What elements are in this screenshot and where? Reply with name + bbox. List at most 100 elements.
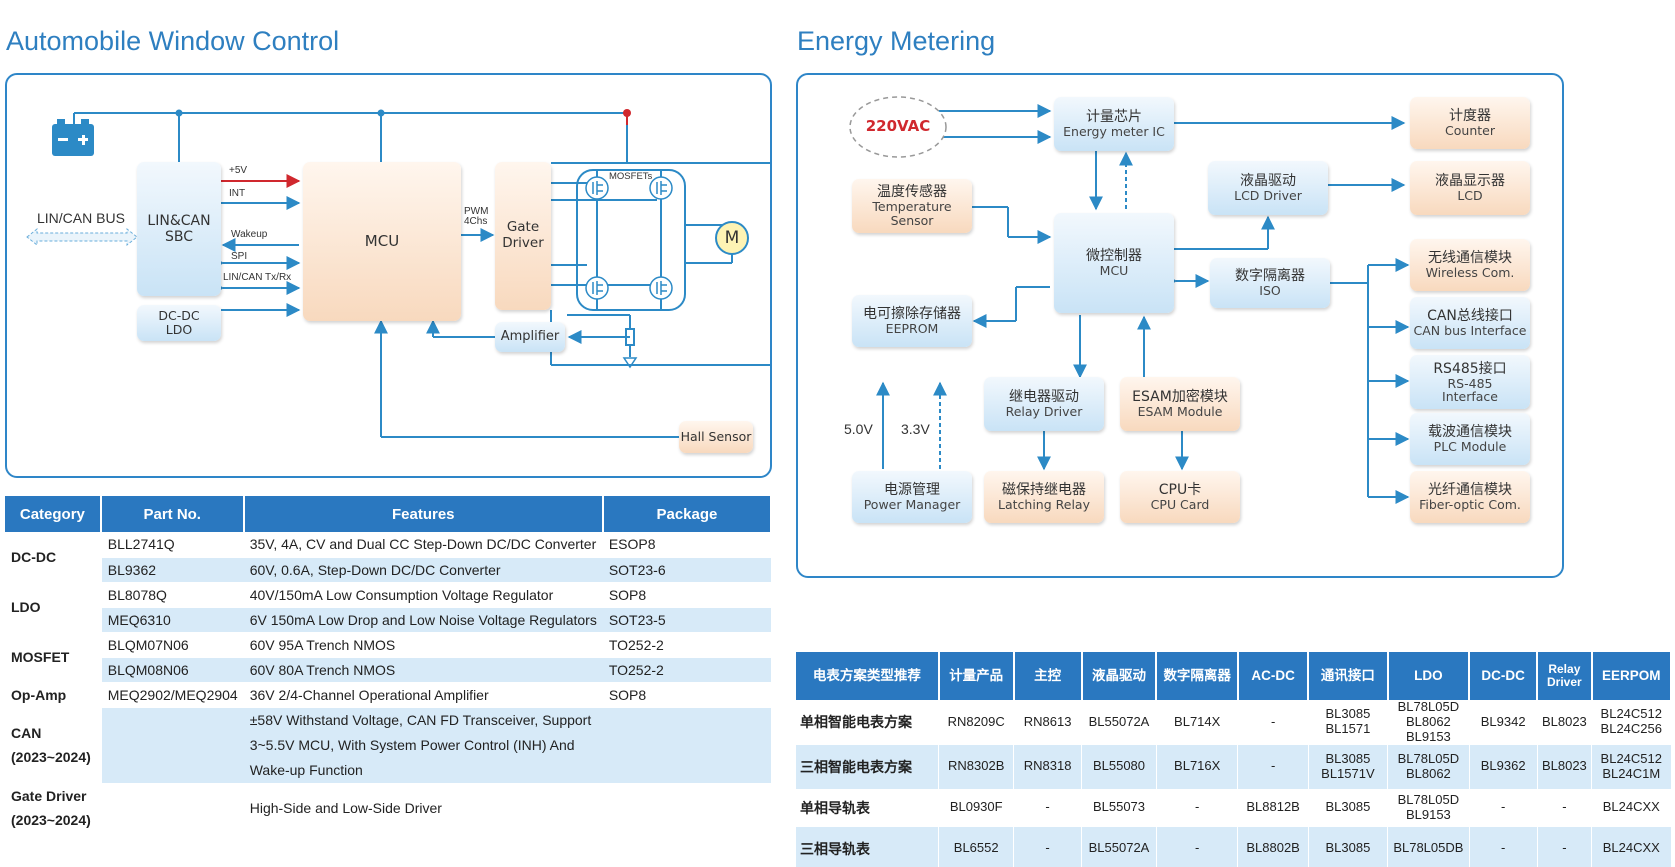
meter-ic-en: Energy meter IC	[1063, 123, 1165, 139]
cell-package: SOT23-5	[602, 607, 771, 633]
cell-package	[602, 783, 771, 833]
amplifier-block: Amplifier	[495, 322, 565, 352]
table-row: MOSFET BLQM07N06 60V 95A Trench NMOS TO2…	[5, 632, 771, 683]
window-control-wires	[26, 109, 770, 438]
meter-cell: BL8812B	[1237, 788, 1309, 827]
dcdc-ldo-block: DC-DC LDO	[137, 305, 221, 341]
cell-part: BL9362	[100, 557, 244, 583]
table-row: MEQ6310 6V 150mA Low Drop and Low Noise …	[5, 607, 771, 633]
relay-driver-zh: 继电器驱动	[1009, 388, 1079, 405]
meter-table-header: 电表方案类型推荐 计量产品 主控 液晶驱动 数字隔离器 AC-DC 通讯接口 L…	[796, 652, 1673, 700]
meter-col: 主控	[1013, 652, 1083, 700]
meter-cell: BL55080	[1081, 744, 1157, 789]
meter-solution-table: 电表方案类型推荐 计量产品 主控 液晶驱动 数字隔离器 AC-DC 通讯接口 L…	[796, 652, 1673, 867]
rs485-en: RS-485 Interface	[1442, 375, 1498, 405]
meter-cell: RN8613	[1013, 700, 1083, 745]
lcd-driver-en: LCD Driver	[1234, 187, 1302, 203]
meter-cell: -	[1013, 826, 1083, 867]
latching-zh: 磁保持继电器	[1002, 481, 1086, 498]
meter-cell: BL24C512 BL24C256	[1591, 700, 1672, 745]
iso-zh: 数字隔离器	[1235, 267, 1305, 284]
battery-icon	[52, 119, 94, 156]
signal-lincan: LIN/CAN Tx/Rx	[223, 272, 292, 283]
fiber-zh: 光纤通信模块	[1428, 481, 1512, 498]
lcd-driver-zh: 液晶驱动	[1240, 172, 1296, 189]
meter-cell: -	[1156, 788, 1239, 827]
section-title-window-control: Automobile Window Control	[6, 26, 340, 56]
bus-arrow	[26, 227, 138, 247]
meter-cell: BL3085 BL1571	[1308, 700, 1389, 745]
cell-features: 6V 150mA Low Drop and Low Noise Voltage …	[243, 607, 603, 633]
cell-package	[602, 707, 771, 784]
lcd-zh: 液晶显示器	[1435, 172, 1505, 189]
meter-col: 电表方案类型推荐	[796, 652, 940, 700]
meter-cell: -	[1237, 744, 1309, 789]
meter-col: 通讯接口	[1308, 652, 1389, 700]
cell-part: MEQ2902/MEQ2904	[100, 682, 244, 708]
meter-cell: BL78L05D BL8062 BL9153	[1387, 699, 1470, 745]
table-row: CAN (2023~2024) ±58V Withstand Voltage, …	[5, 707, 771, 784]
meter-cell: BL8023	[1537, 744, 1593, 789]
cell-category: LDO	[5, 582, 102, 633]
meter-col: DC-DC	[1469, 652, 1539, 700]
eeprom-zh: 电可擦除存储器	[863, 305, 961, 322]
meter-cell: RN8318	[1013, 744, 1083, 789]
cell-category: Gate Driver (2023~2024)	[5, 783, 102, 833]
temp-zh: 温度传感器	[877, 183, 947, 200]
cell-category: Op-Amp	[5, 682, 102, 708]
meter-cell: BL9362	[1469, 744, 1538, 789]
mcu-en: MCU	[1099, 262, 1129, 278]
col-part-no: Part No.	[100, 496, 245, 532]
cell-part	[100, 707, 244, 784]
meter-col: 计量产品	[938, 652, 1015, 700]
voltage-3v3: 3.3V	[901, 421, 930, 437]
ac-source-ellipse	[849, 96, 947, 158]
counter-zh: 计度器	[1449, 107, 1491, 124]
mosfet-icons	[585, 176, 673, 300]
cell-package: SOT23-6	[602, 557, 771, 583]
mcu-block: MCU	[303, 162, 461, 321]
power-en: Power Manager	[863, 496, 961, 512]
meter-ic-zh: 计量芯片	[1086, 108, 1142, 125]
meter-cell: -	[1469, 788, 1538, 827]
meter-col: 数字隔离器	[1156, 652, 1239, 700]
pwm-label: PWM 4Chs	[464, 206, 489, 227]
signal-5v: +5V	[229, 165, 248, 176]
cell-features: 40V/150mA Low Consumption Voltage Regula…	[243, 582, 603, 608]
meter-col: Relay Driver	[1537, 652, 1593, 700]
meter-col: 液晶驱动	[1081, 652, 1158, 700]
meter-cell: BL3085	[1308, 788, 1389, 827]
rs485-zh: RS485接口	[1433, 360, 1507, 377]
meter-cell: BL9342	[1469, 700, 1538, 745]
cell-part: BLQM07N06	[100, 632, 244, 658]
signal-int: INT	[229, 188, 246, 199]
parts-table-header: Category Part No. Features Package	[5, 496, 773, 532]
hall-sensor-block: Hall Sensor	[679, 421, 753, 453]
counter-en: Counter	[1445, 122, 1495, 138]
signal-spi: SPI	[231, 251, 248, 262]
meter-cell: RN8302B	[938, 744, 1015, 789]
cell-features: 35V, 4A, CV and Dual CC Step-Down DC/DC …	[243, 532, 603, 558]
meter-cell: BL78L05D BL8062	[1387, 744, 1470, 789]
cell-features: ±58V Withstand Voltage, CAN FD Transceiv…	[243, 707, 603, 784]
cell-features: High-Side and Low-Side Driver	[243, 783, 603, 833]
meter-cell: -	[1537, 826, 1593, 867]
plc-zh: 载波通信模块	[1428, 423, 1512, 440]
meter-col: AC-DC	[1237, 652, 1310, 700]
meter-row-label: 单相导轨表	[796, 788, 940, 827]
cell-features: 36V 2/4-Channel Operational Amplifier	[243, 682, 603, 708]
cell-features: 60V 80A Trench NMOS	[243, 657, 603, 683]
power-node-red	[623, 109, 631, 117]
col-package: Package	[602, 496, 773, 532]
meter-cell: BL8802B	[1237, 826, 1309, 867]
col-category: Category	[5, 496, 102, 532]
